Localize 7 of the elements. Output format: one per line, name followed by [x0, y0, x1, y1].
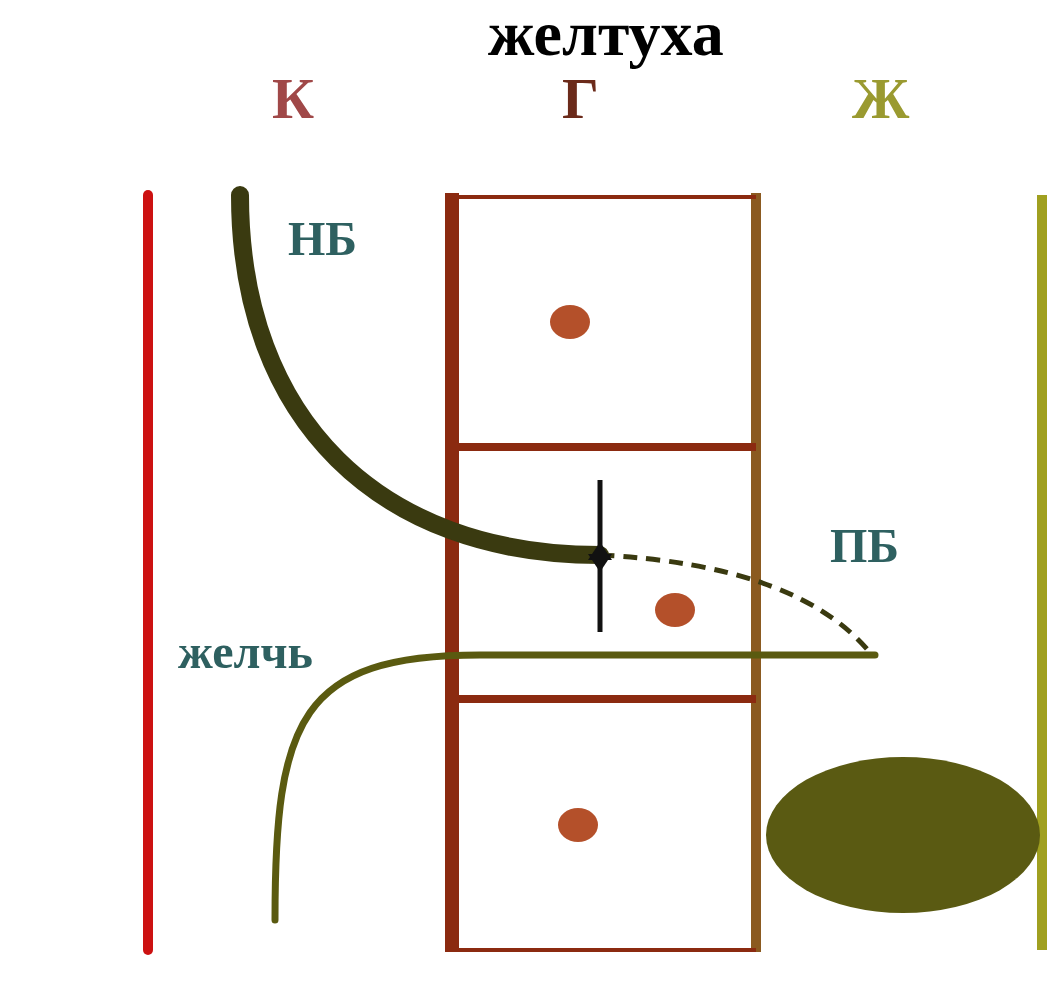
zone-letter: Г: [562, 70, 599, 128]
zone-letter: К: [272, 70, 315, 128]
substance-label: НБ: [288, 215, 358, 263]
substance-label: ПБ: [830, 522, 900, 570]
gallbladder-ellipse: [766, 757, 1040, 913]
substance-label: желчь: [178, 628, 313, 676]
zone-letter: Ж: [852, 70, 910, 128]
